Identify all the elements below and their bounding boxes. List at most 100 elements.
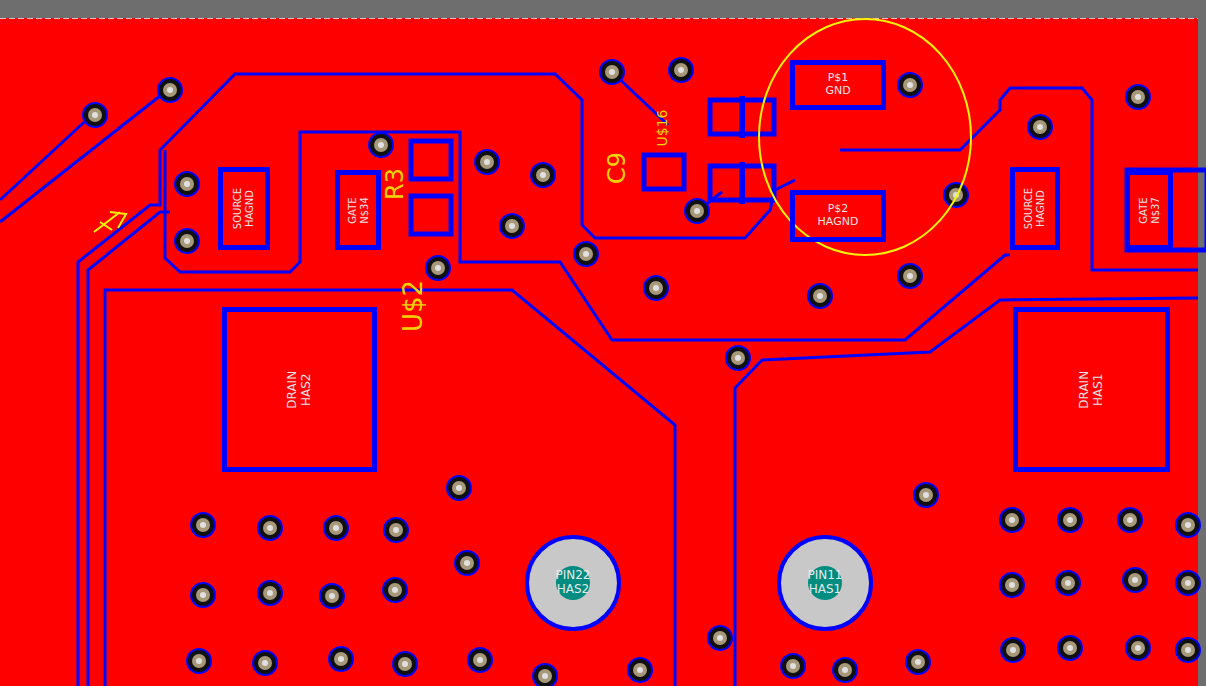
via xyxy=(1001,638,1025,662)
pour-outline xyxy=(840,88,1198,270)
net-name: HAS2 xyxy=(557,583,589,597)
via xyxy=(903,78,917,92)
via xyxy=(180,177,194,191)
via xyxy=(628,658,652,682)
via xyxy=(484,159,490,165)
via xyxy=(192,654,206,668)
pad-name: SOURCE xyxy=(232,188,244,229)
smd-pad: SOURCEHAGND xyxy=(1010,167,1060,250)
capacitor-body xyxy=(739,96,745,138)
via xyxy=(600,60,624,84)
via xyxy=(685,199,709,223)
via xyxy=(536,168,550,182)
via xyxy=(191,513,215,537)
pour-outline xyxy=(105,290,675,686)
via xyxy=(808,284,832,308)
via xyxy=(717,635,723,641)
via xyxy=(456,485,462,491)
via xyxy=(790,663,796,669)
via xyxy=(175,229,199,253)
via xyxy=(786,659,800,673)
smd-pad: P$2HAGND xyxy=(790,190,886,242)
via xyxy=(329,647,353,671)
via xyxy=(334,652,348,666)
hand-mark xyxy=(94,212,126,232)
via xyxy=(949,188,963,202)
via xyxy=(1176,513,1200,537)
via xyxy=(1131,641,1145,655)
via xyxy=(1181,643,1195,657)
gate-pad xyxy=(1127,170,1206,250)
via xyxy=(267,525,273,531)
via xyxy=(1067,645,1073,651)
via xyxy=(898,264,922,288)
via xyxy=(88,108,102,122)
net-name: HAGND xyxy=(244,190,256,227)
via xyxy=(1058,636,1082,660)
via xyxy=(329,521,343,535)
via xyxy=(320,584,344,608)
via xyxy=(468,648,492,672)
via xyxy=(538,669,552,683)
pad-name: DRAIN xyxy=(286,371,300,409)
via xyxy=(263,586,277,600)
via xyxy=(83,103,107,127)
via xyxy=(475,150,499,174)
via xyxy=(731,351,745,365)
via xyxy=(637,667,643,673)
net-name: HAS1 xyxy=(1091,373,1105,405)
via xyxy=(184,181,190,187)
via xyxy=(191,583,215,607)
silkscreen-label: U$16 xyxy=(655,110,669,147)
via-group xyxy=(83,58,1200,686)
via xyxy=(531,163,555,187)
via xyxy=(92,112,98,118)
smd-pads xyxy=(411,96,1206,250)
via xyxy=(1123,513,1137,527)
net-name: GND xyxy=(825,85,850,98)
via xyxy=(477,657,483,663)
via xyxy=(1176,638,1200,662)
via xyxy=(1185,580,1191,586)
via xyxy=(1185,647,1191,653)
via xyxy=(914,483,938,507)
via xyxy=(196,518,210,532)
via xyxy=(690,204,704,218)
via xyxy=(383,578,407,602)
via xyxy=(1065,580,1071,586)
via xyxy=(838,663,852,677)
via xyxy=(388,583,402,597)
via xyxy=(833,658,857,682)
via xyxy=(1028,115,1052,139)
via xyxy=(163,83,177,97)
via xyxy=(473,653,487,667)
via xyxy=(649,281,663,295)
via xyxy=(480,155,494,169)
via xyxy=(1037,124,1043,130)
via xyxy=(1063,513,1077,527)
via xyxy=(338,656,344,662)
via xyxy=(267,590,273,596)
via xyxy=(455,551,479,575)
via xyxy=(1009,517,1015,523)
via xyxy=(1185,522,1191,528)
via xyxy=(258,516,282,540)
via xyxy=(1033,120,1047,134)
via xyxy=(1010,647,1016,653)
via xyxy=(1181,576,1195,590)
via xyxy=(540,172,546,178)
via xyxy=(452,481,466,495)
via xyxy=(678,67,684,73)
via xyxy=(1056,571,1080,595)
resistor-pad xyxy=(411,196,451,234)
via xyxy=(1009,582,1015,588)
via xyxy=(781,654,805,678)
smd-pad: DRAINHAS1 xyxy=(1013,307,1170,472)
via xyxy=(644,276,668,300)
via xyxy=(263,521,277,535)
via xyxy=(384,518,408,542)
via xyxy=(1135,645,1141,651)
pour-outline xyxy=(88,212,170,686)
via xyxy=(1181,518,1195,532)
silkscreen-label: R3 xyxy=(383,168,407,200)
